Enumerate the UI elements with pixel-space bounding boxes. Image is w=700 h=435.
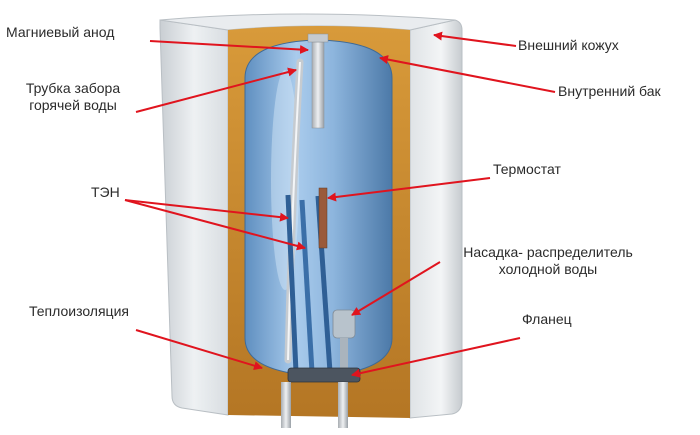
arrow-thermostat	[327, 177, 491, 202]
magnesium-anode-rod	[311, 41, 325, 129]
label-outer-casing: Внешний кожух	[518, 37, 619, 53]
label-hot-water-tube-line1: Трубка забора	[25, 80, 121, 96]
label-cold-water-nozzle: Насадка- распределитель холодной воды	[438, 244, 658, 278]
label-flange: Фланец	[522, 311, 572, 327]
heating-element-2	[299, 199, 315, 373]
anode-cap	[307, 33, 329, 43]
label-magnesium-anode: Магниевый анод	[6, 24, 115, 40]
label-cold-water-nozzle-line2: холодной воды	[498, 261, 598, 277]
arrow-hot-water-tube	[135, 67, 297, 113]
label-cold-water-nozzle-line1: Насадка- распределитель	[463, 244, 633, 260]
heating-element-1	[285, 194, 299, 373]
label-thermostat: Термостат	[493, 161, 561, 177]
bottom-pipe-left	[281, 382, 291, 428]
label-insulation: Теплоизоляция	[29, 303, 129, 319]
label-hot-water-tube: Трубка забора горячей воды	[10, 80, 136, 114]
label-inner-tank: Внутренний бак	[558, 83, 661, 99]
label-heating-element: ТЭН	[91, 184, 120, 200]
arrow-inner-tank	[379, 55, 556, 93]
cold-water-nozzle-stem	[340, 338, 348, 372]
callout-arrows	[124, 31, 556, 378]
arrow-flange	[351, 337, 521, 378]
bottom-pipe-right	[338, 382, 348, 428]
thermostat-tube	[318, 187, 328, 249]
flange-plate	[287, 367, 361, 383]
arrow-outer-casing	[433, 31, 517, 47]
outer-casing-right	[409, 19, 463, 419]
arrow-magnesium-anode	[149, 40, 309, 55]
label-hot-water-tube-line2: горячей воды	[29, 97, 117, 113]
hot-water-tube-shine	[287, 61, 301, 361]
arrow-cold-water-nozzle	[351, 261, 441, 316]
arrow-insulation	[135, 329, 263, 370]
arrow-heating-element-2	[124, 199, 306, 251]
arrow-heating-element-1	[124, 199, 289, 222]
